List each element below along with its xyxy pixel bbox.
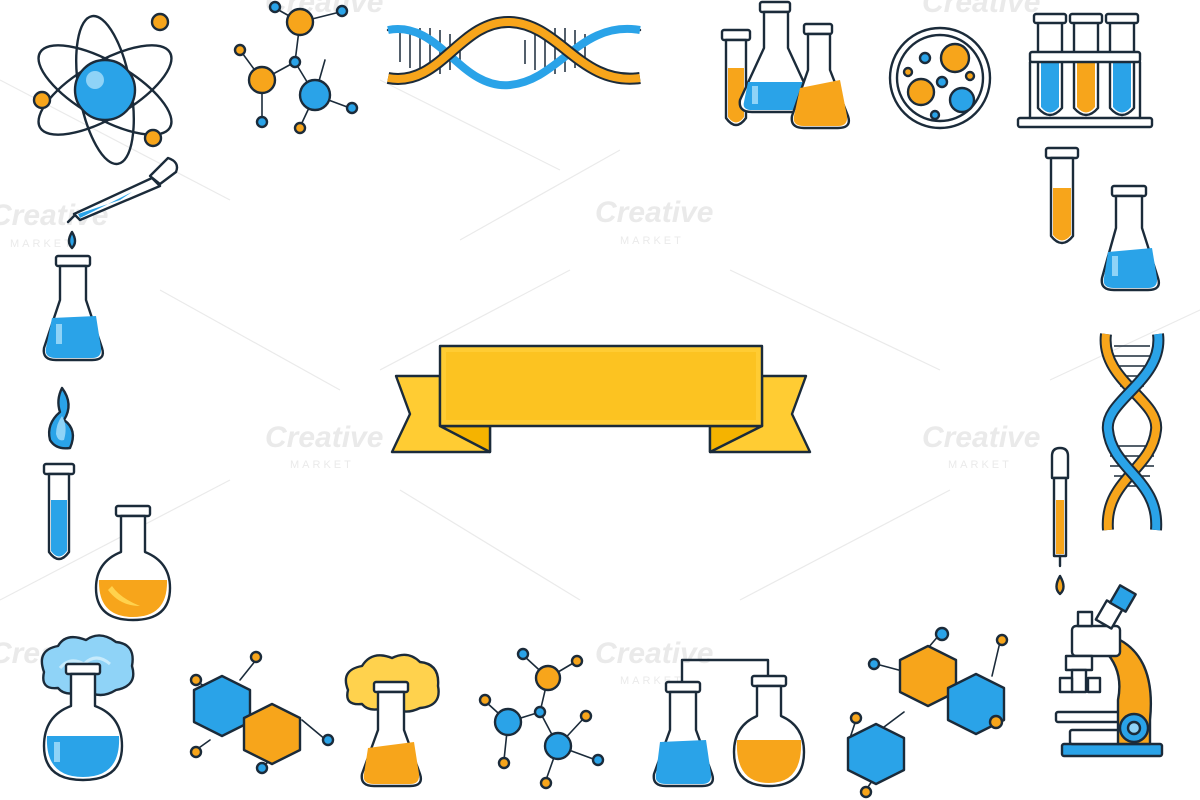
watermark-brand: Creative: [595, 196, 713, 229]
molecule-icon: [233, 0, 359, 135]
watermark-brand: Creative: [265, 421, 383, 454]
burner-flame-icon: [47, 386, 75, 450]
distillation-apparatus-icon: [652, 658, 806, 788]
test-tube-rack-icon: [1016, 12, 1154, 129]
watermark-sub: MARKET: [948, 459, 1012, 471]
conical-flask-icon: [1100, 184, 1161, 292]
watermark-sub: MARKET: [620, 235, 684, 247]
hexagon-molecule-icon: [846, 626, 1009, 799]
microscope-icon: [1054, 584, 1164, 758]
round-flask-icon: [42, 662, 124, 782]
conical-flask-icon: [360, 680, 423, 788]
watermark-sub: MARKET: [10, 238, 74, 250]
dna-helix-icon: [1099, 333, 1165, 531]
conical-flask-icon: [790, 22, 851, 130]
hexagon-molecule-icon: [189, 650, 335, 775]
conical-flask-icon: [42, 254, 105, 362]
ribbon-banner-icon: [390, 344, 812, 454]
round-flask-icon: [94, 504, 172, 622]
test-tube-icon: [720, 28, 752, 127]
molecule-icon: [478, 647, 605, 790]
pipette-icon: [66, 156, 179, 250]
watermark-brand: Creative: [922, 421, 1040, 454]
watermark-brand: Creative: [595, 637, 713, 670]
test-tube-icon: [1044, 146, 1080, 245]
watermark-sub: MARKET: [290, 459, 354, 471]
watermark-brand: Creative: [922, 0, 1040, 19]
dna-helix-icon: [386, 15, 642, 90]
watermark-lines: [0, 79, 1200, 601]
atom-icon: [32, 12, 173, 166]
petri-dish-icon: [888, 26, 992, 130]
pipette-icon: [1050, 446, 1070, 596]
test-tube-icon: [42, 462, 76, 561]
